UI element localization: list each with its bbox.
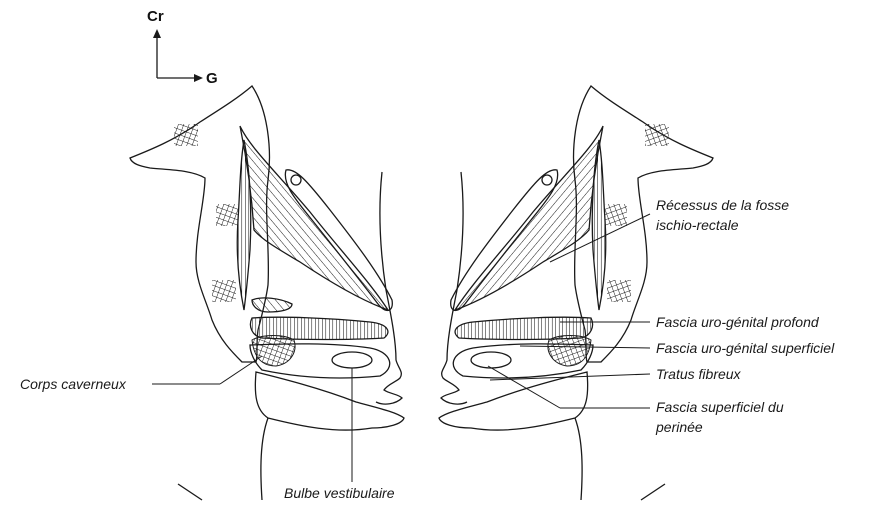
label-tratus: Tratus fibreux [656, 365, 741, 383]
left-half [130, 86, 404, 500]
left-lower-hatched-band [252, 298, 292, 312]
left-corps-caverneux-shape [252, 336, 295, 367]
left-lower-contour [255, 372, 404, 430]
left-bulbe-ellipse [332, 352, 372, 368]
left-bottom-curve [261, 418, 268, 500]
left-diagonal-region [240, 126, 388, 310]
left-cross-patch-3 [212, 280, 236, 302]
label-recessus-line2: ischio-rectale [656, 216, 738, 234]
right-half [439, 86, 713, 500]
label-fascia-perinee-line1: Fascia superficiel du [656, 398, 784, 416]
label-corps-caverneux: Corps caverneux [20, 375, 126, 393]
left-cross-patch-1 [174, 124, 198, 146]
leader-tratus [490, 374, 650, 380]
orientation-axes [153, 29, 203, 82]
label-bulbe: Bulbe vestibulaire [284, 484, 395, 502]
cranial-label: Cr [147, 8, 164, 25]
left-edge-tick [178, 484, 202, 500]
left-direction-label: G [206, 70, 218, 87]
label-fascia-perinee-line2: perinée [656, 418, 703, 436]
left-midline [376, 172, 402, 404]
label-fascia-profond: Fascia uro-génital profond [656, 313, 819, 331]
label-fascia-superficiel: Fascia uro-génital superficiel [656, 339, 834, 357]
left-small-circle [291, 175, 301, 185]
label-recessus-line1: Récessus de la fosse [656, 196, 789, 214]
left-cross-patch-2 [216, 204, 238, 226]
